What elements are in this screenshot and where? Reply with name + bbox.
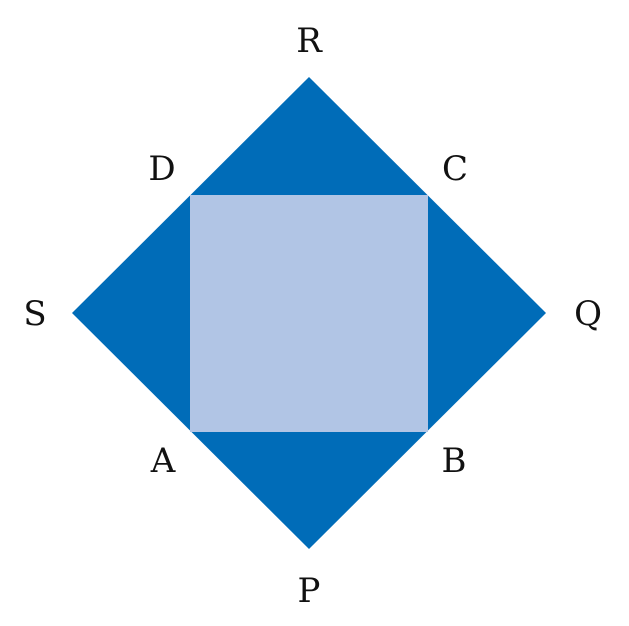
vertex-label-p: P: [298, 571, 321, 611]
vertex-label-s: S: [23, 294, 46, 334]
vertex-label-r: R: [296, 21, 323, 61]
vertex-label-b: B: [442, 441, 467, 481]
vertex-label-a: A: [150, 441, 176, 481]
inner-square-abcd: [190, 195, 428, 432]
vertex-label-c: C: [442, 149, 468, 189]
vertex-label-d: D: [148, 149, 175, 189]
vertex-label-q: Q: [574, 294, 602, 334]
